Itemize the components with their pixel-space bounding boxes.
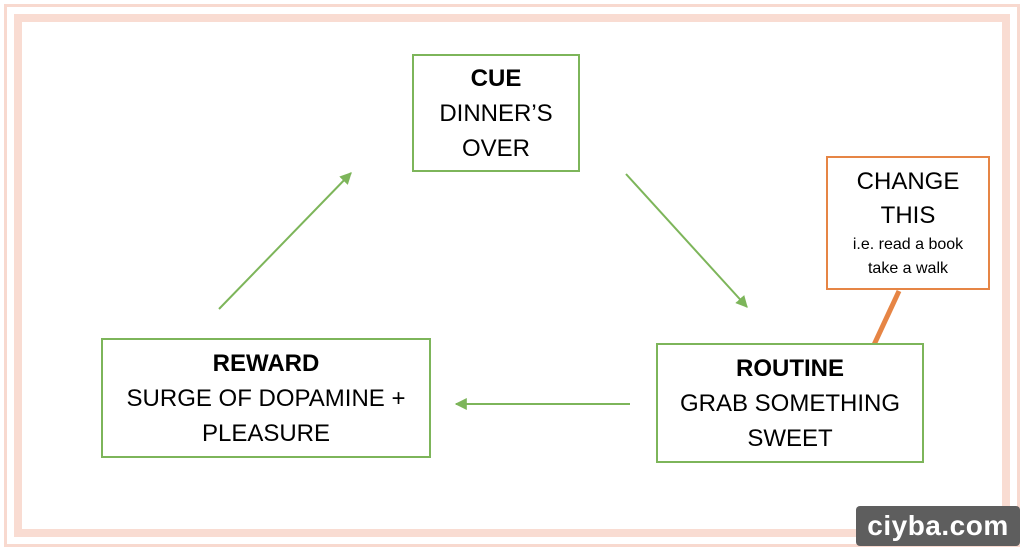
routine-box: ROUTINE GRAB SOMETHING SWEET (656, 343, 924, 463)
arrow-reward-to-cue (218, 172, 352, 310)
watermark-logo: ciyba.com (856, 506, 1020, 546)
cue-box: CUE DINNER’S OVER (412, 54, 580, 172)
reward-box: REWARD SURGE OF DOPAMINE + PLEASURE (101, 338, 431, 458)
change-note-2: take a walk (867, 260, 949, 277)
inner-frame (14, 14, 1010, 537)
routine-title: ROUTINE (736, 354, 844, 382)
cue-title: CUE (470, 64, 522, 92)
routine-line-2: SWEET (747, 424, 833, 452)
routine-line-1: GRAB SOMETHING (679, 389, 901, 417)
change-line-1: CHANGE (856, 168, 960, 195)
outer-frame (4, 4, 1020, 547)
cue-line-1: DINNER’S (439, 99, 553, 127)
reward-title: REWARD (212, 349, 320, 377)
change-line-2: THIS (880, 202, 936, 229)
change-this-callout: CHANGE THIS i.e. read a book take a walk (826, 156, 990, 290)
arrow-cue-to-routine (625, 173, 748, 308)
reward-line-2: PLEASURE (201, 419, 331, 447)
reward-line-1: SURGE OF DOPAMINE + (126, 384, 406, 412)
change-note-1: i.e. read a book (852, 236, 964, 253)
cue-line-2: OVER (461, 134, 530, 162)
